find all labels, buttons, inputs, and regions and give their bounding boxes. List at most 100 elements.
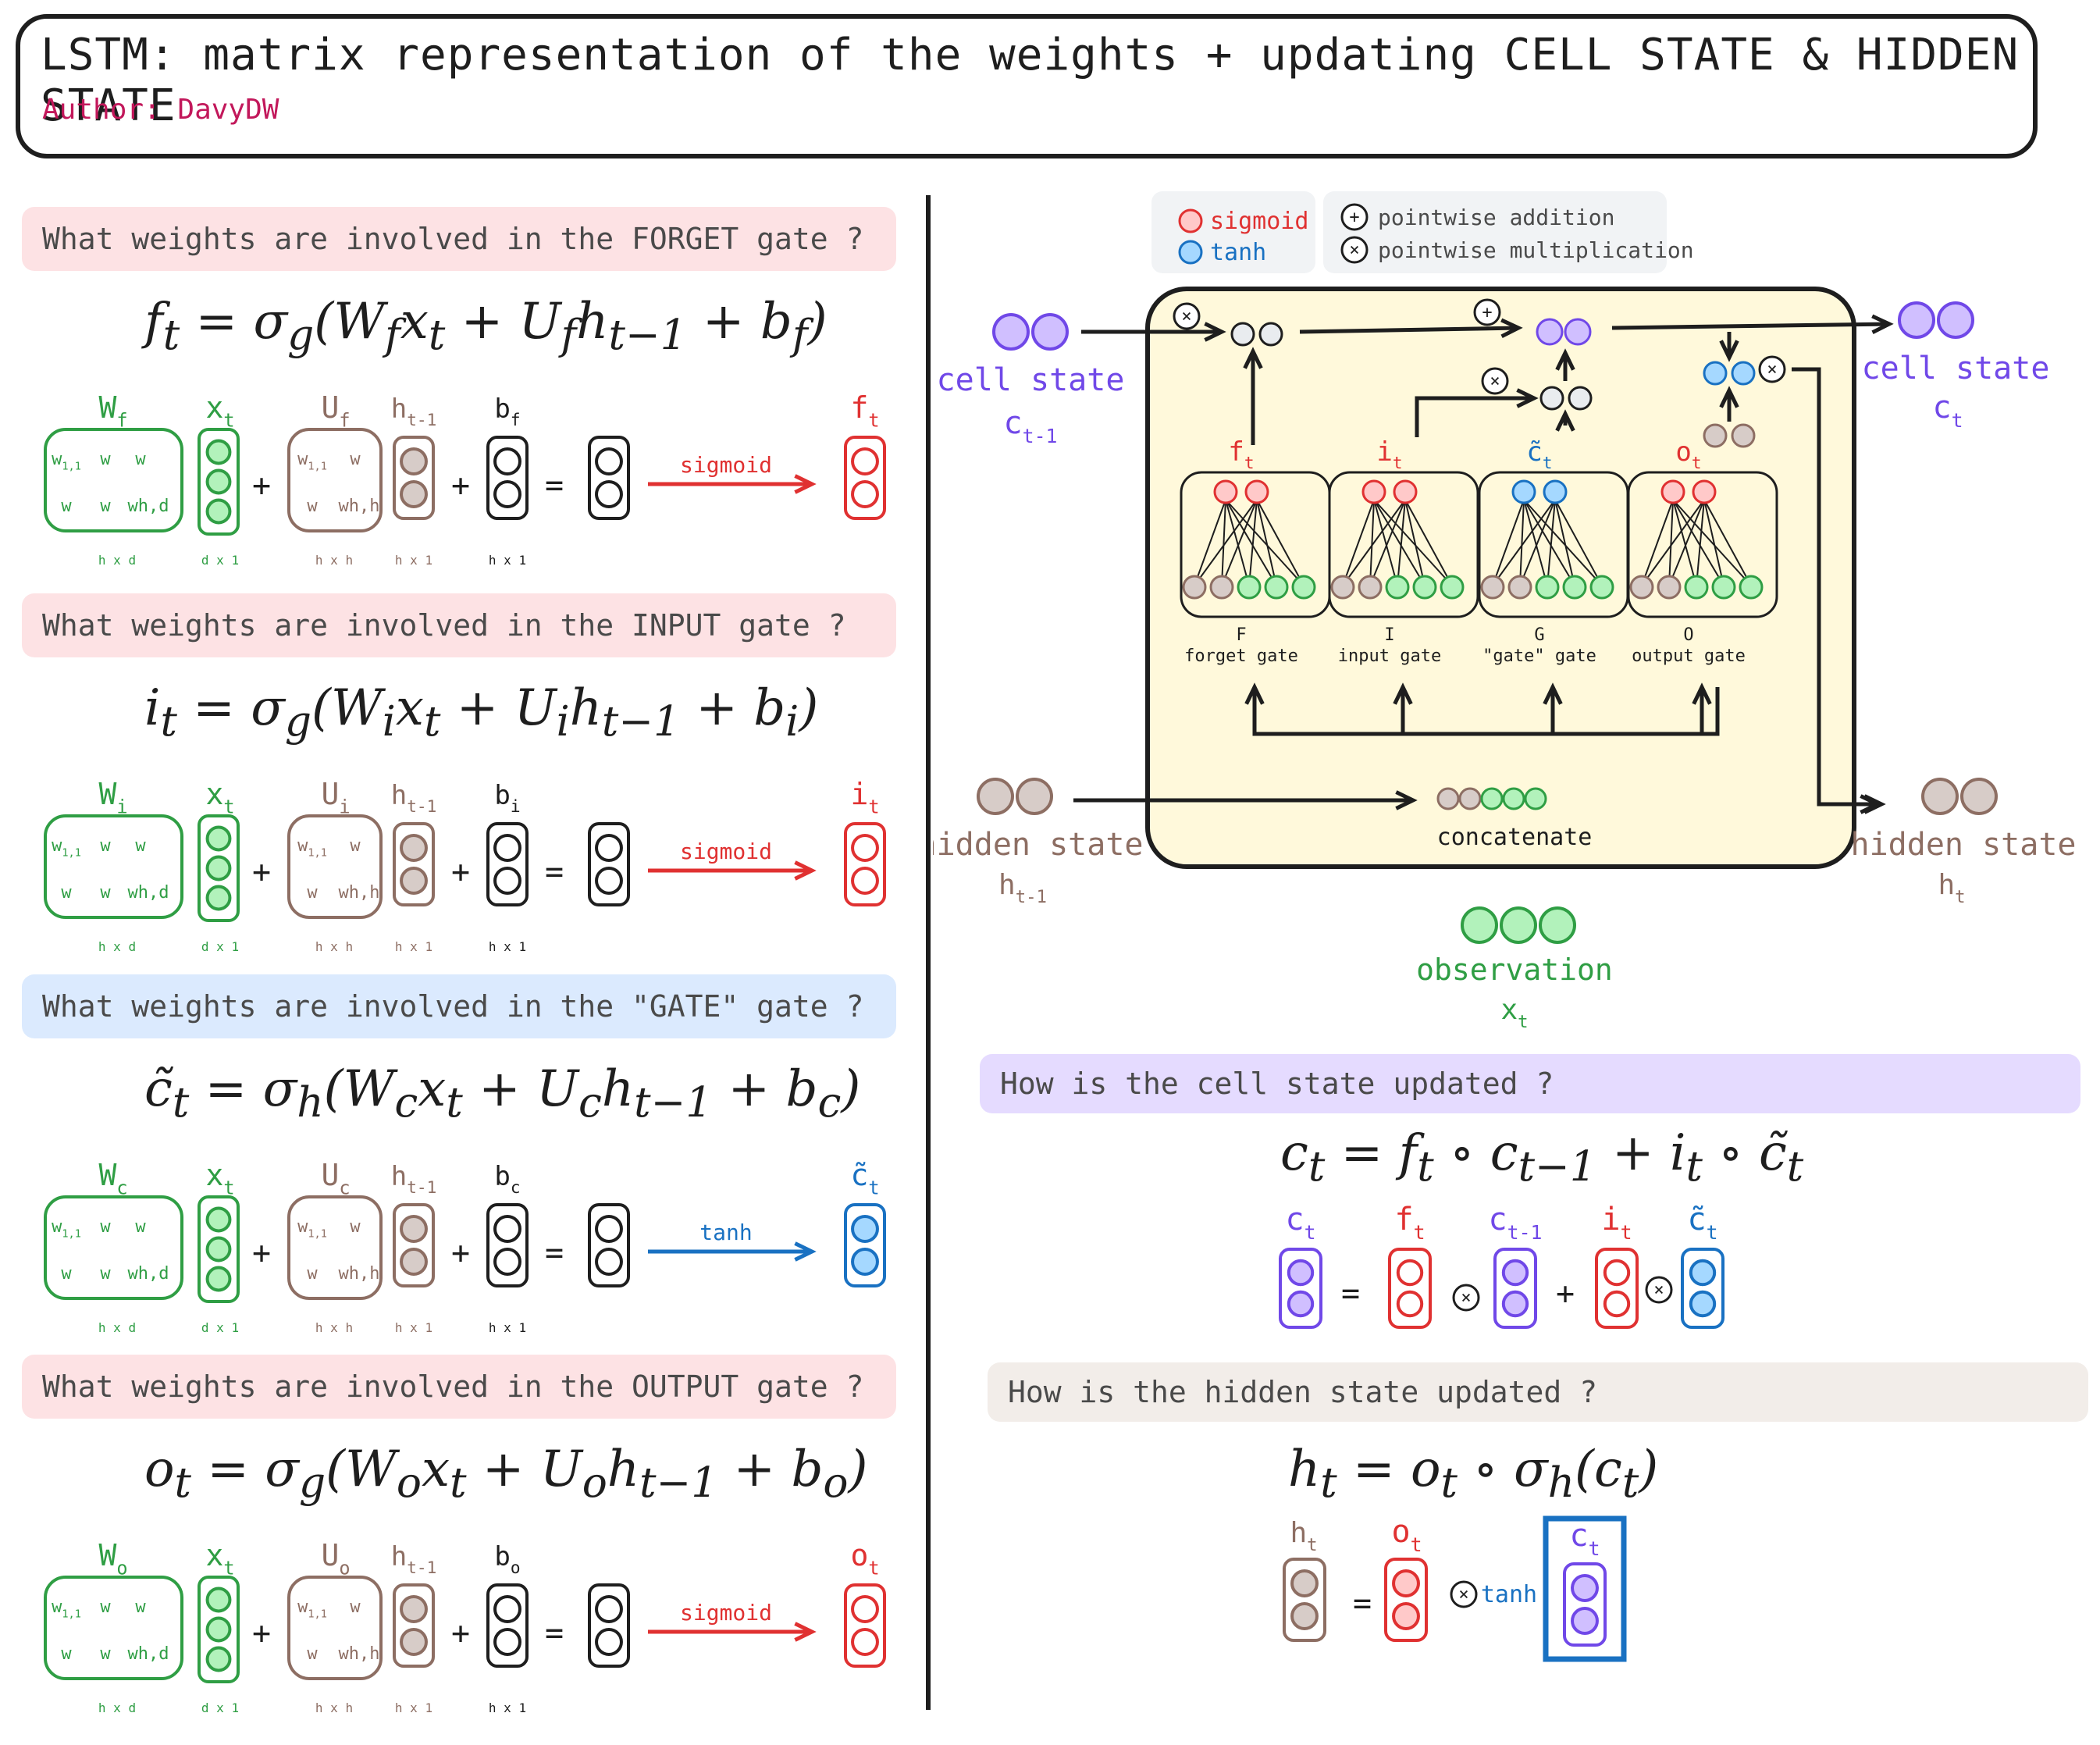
vector-element — [1603, 1259, 1631, 1287]
vector-element — [851, 1595, 879, 1623]
W-dims: h x d — [98, 553, 136, 568]
author-label: Author: DavyDW — [42, 94, 279, 126]
gate-symbol-0: ft — [1228, 436, 1254, 472]
h-dims: h x 1 — [395, 553, 432, 568]
cell-update-vector-2 — [1493, 1248, 1537, 1329]
output-label: it — [850, 777, 879, 817]
x-label: xt — [205, 1158, 234, 1198]
vector-element — [205, 439, 232, 465]
vector-element — [205, 885, 232, 911]
add-icon: + — [1340, 203, 1369, 231]
vector-element — [595, 1248, 623, 1276]
w-entry: w — [61, 1644, 72, 1664]
output-multiply: × — [1758, 355, 1786, 383]
hidden-out-tip — [1831, 794, 1886, 814]
w-entry: w1,1 — [297, 450, 327, 473]
b-vector — [486, 822, 529, 906]
W-dims: h x d — [98, 1700, 136, 1715]
hidden-update-equation: ht = ot ∘ σh(ct) — [1288, 1441, 1659, 1507]
w-entry: w — [61, 1264, 72, 1284]
x-dims: d x 1 — [201, 1700, 239, 1715]
vector-element — [493, 1215, 521, 1243]
vector-element — [493, 1595, 521, 1623]
w-entry: wh,d — [128, 883, 169, 903]
ft-up-arrow — [1243, 347, 1263, 445]
plus-sign: + — [451, 1235, 470, 1271]
b-vector — [486, 1583, 529, 1668]
plus-sign: + — [252, 1615, 271, 1651]
vector-element — [493, 1628, 521, 1656]
x-dims: d x 1 — [201, 553, 239, 568]
vector-element — [1689, 1290, 1717, 1318]
w-entry: w — [61, 497, 72, 516]
plus-sign: + — [252, 1235, 271, 1271]
observation-symbol: xt — [1500, 994, 1528, 1032]
cell-mul-1: × — [1452, 1284, 1480, 1312]
gate-input-arrow-1 — [1393, 682, 1413, 734]
cell-update-question: How is the cell state updated ? — [980, 1054, 2080, 1113]
U-dims: h x h — [315, 553, 353, 568]
vector-element — [595, 1595, 623, 1623]
vector-element — [1290, 1569, 1319, 1597]
top-flow-arrow — [1299, 318, 1523, 339]
cell-mul-1-symbol: × — [1461, 1288, 1471, 1308]
vector-element — [493, 834, 521, 862]
x-dims: d x 1 — [201, 939, 239, 954]
h-vector — [393, 436, 435, 520]
vector-element — [493, 447, 521, 475]
hidden-update-label-1: ot — [1391, 1514, 1422, 1556]
equals-sign: = — [1353, 1586, 1372, 1622]
equals-sign: = — [545, 1235, 564, 1271]
output-multiply-symbol: × — [1767, 360, 1777, 379]
vector-element — [205, 498, 232, 525]
b-vector — [486, 436, 529, 520]
b-label: bc — [494, 1161, 520, 1197]
equals-sign: = — [545, 468, 564, 504]
cell-update-label-3: it — [1601, 1202, 1632, 1244]
output-vector — [844, 1583, 886, 1668]
gate-letter-1: I — [1384, 625, 1394, 645]
cell-in-arrow — [1081, 322, 1226, 342]
result-vector — [588, 822, 630, 906]
hidden-update-label-0: ht — [1290, 1517, 1317, 1555]
observation-circles — [1461, 906, 1576, 944]
x-dims: d x 1 — [201, 1320, 239, 1335]
U-dims: h x h — [315, 1700, 353, 1715]
activation-label: sigmoid — [680, 452, 772, 478]
U-label: Uo — [321, 1538, 350, 1579]
hidden-in-symbol: ht-1 — [998, 869, 1047, 907]
h-vector — [393, 1203, 435, 1287]
output-vector — [844, 1203, 886, 1287]
w-entry: w — [100, 450, 111, 469]
w-entry: w — [135, 450, 146, 469]
cell-box — [1145, 287, 1856, 869]
gate-symbol-3: ot — [1675, 436, 1701, 472]
gate-name-3: output gate — [1632, 646, 1746, 666]
h-dims: h x 1 — [395, 1700, 432, 1715]
vector-element — [595, 447, 623, 475]
gate-equation-2: c̃t = σh(Wcxt + Ucht−1 + bc) — [144, 1060, 861, 1127]
h-dims: h x 1 — [395, 939, 432, 954]
tanh-box — [1543, 1515, 1627, 1662]
cell-add-symbol: + — [1482, 303, 1492, 322]
vector-element — [595, 480, 623, 508]
output-vector — [844, 822, 886, 906]
vector-element — [595, 1628, 623, 1656]
vector-element — [851, 1628, 879, 1656]
vector-element — [851, 867, 879, 895]
b-dims: h x 1 — [489, 939, 526, 954]
U-label: Uc — [321, 1158, 350, 1198]
w-entry: w — [350, 450, 361, 469]
output-tanh-pair — [1703, 361, 1756, 386]
w-entry: w — [100, 883, 111, 903]
w-entry: w — [307, 883, 318, 903]
cell-update-label-2: ct-1 — [1489, 1202, 1543, 1244]
vector-element — [1396, 1290, 1424, 1318]
w-entry: w1,1 — [52, 450, 81, 473]
b-dims: h x 1 — [489, 1320, 526, 1335]
w-entry: w1,1 — [52, 1597, 81, 1621]
x-label: xt — [205, 777, 234, 817]
vector-element — [1287, 1259, 1315, 1287]
cell-state-out-label: cell state — [1862, 351, 2050, 386]
